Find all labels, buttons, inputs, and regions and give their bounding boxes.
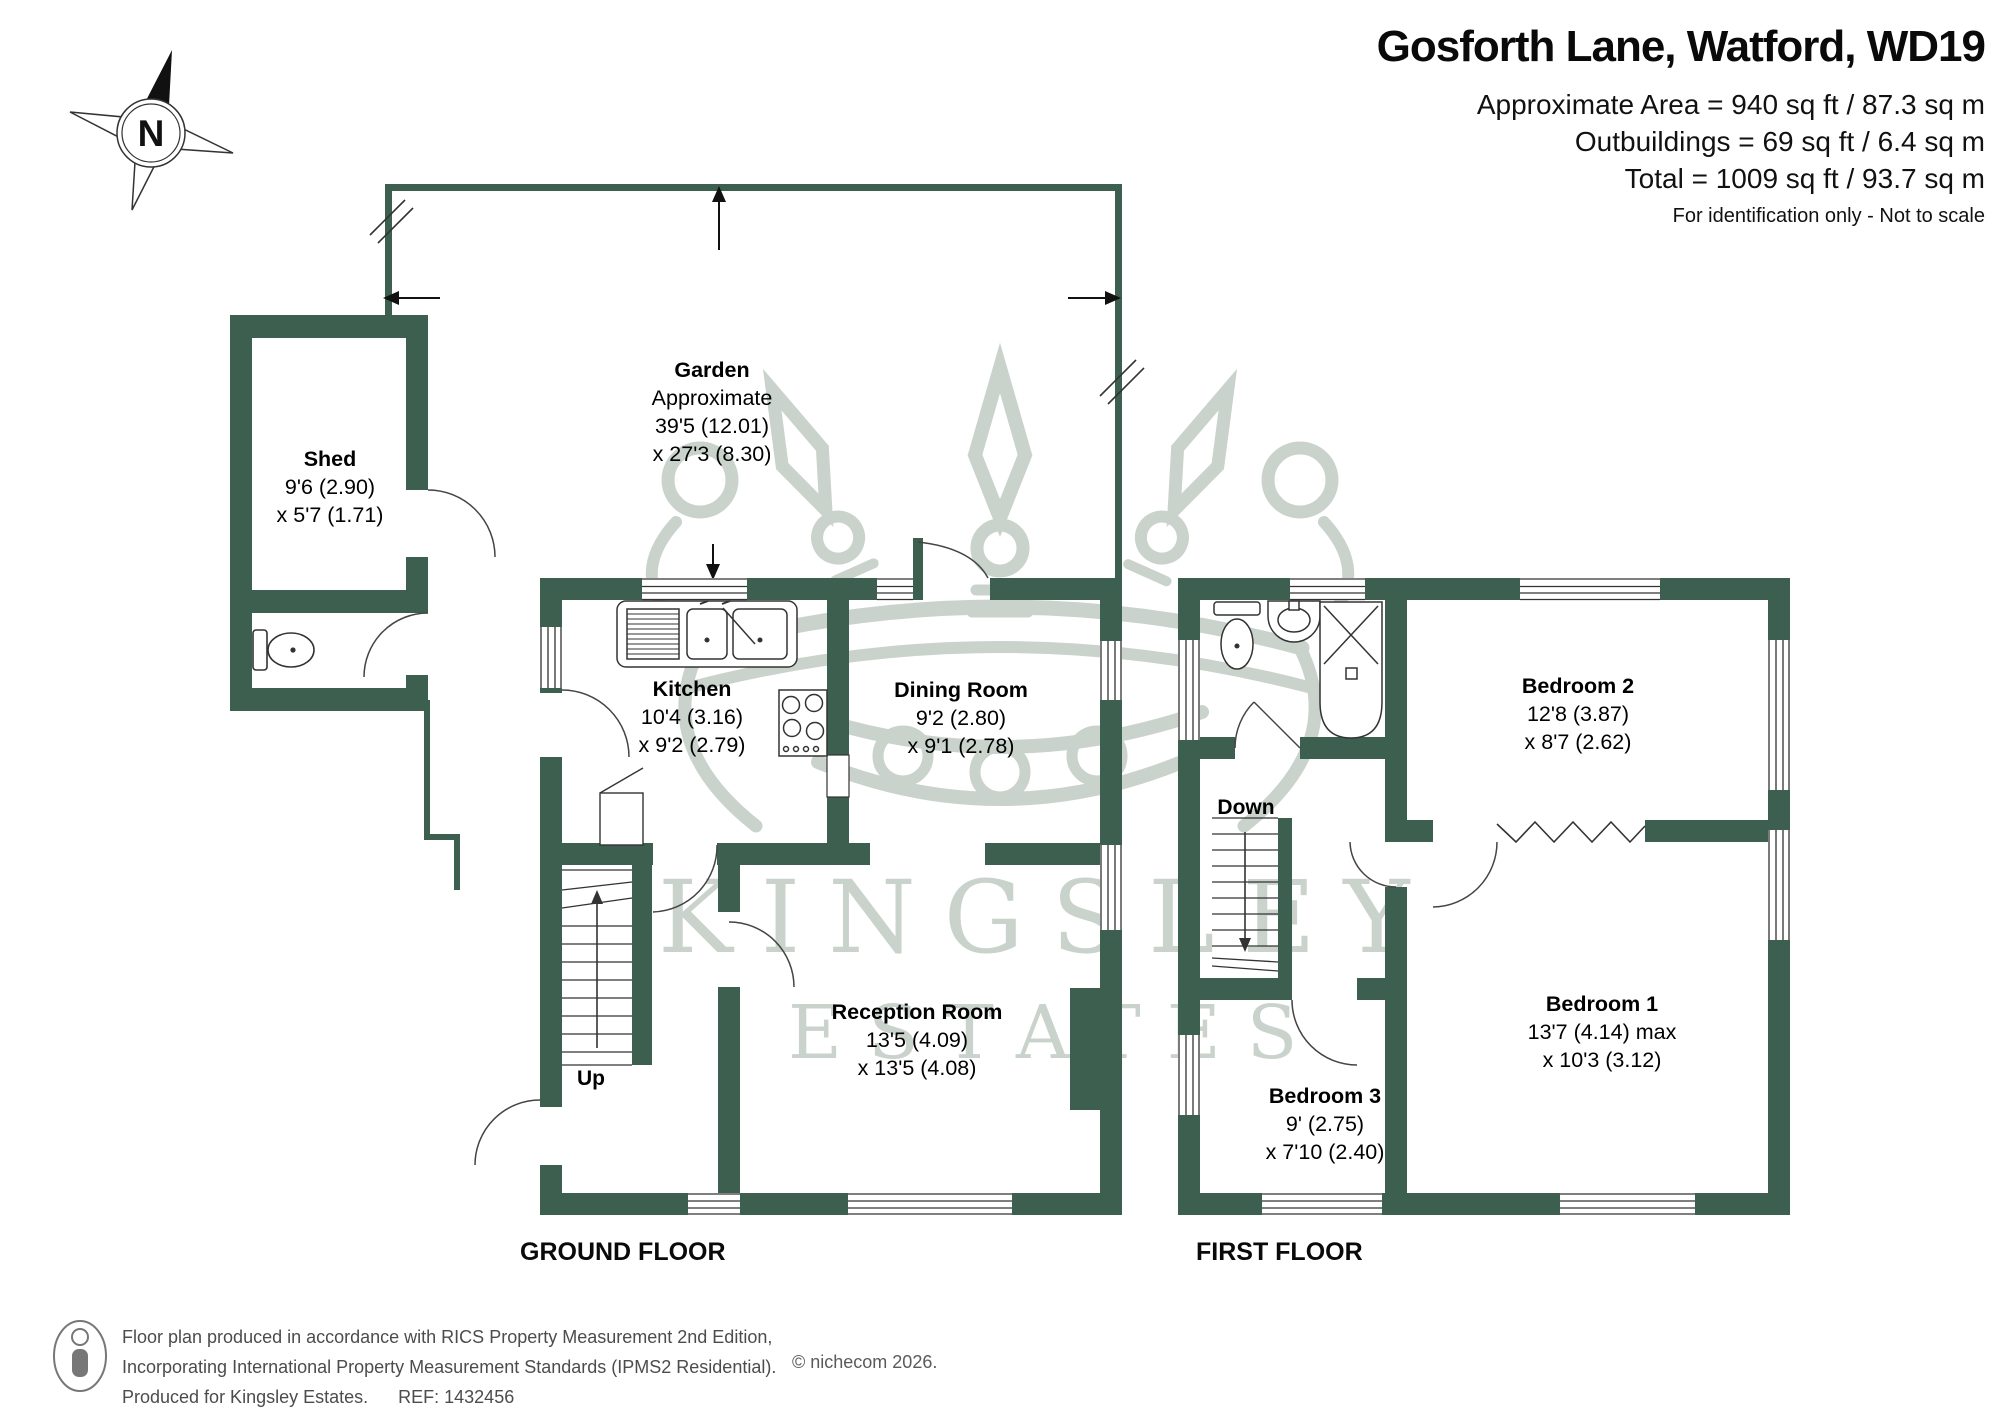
room-dim: x 9'1 (2.78)	[907, 734, 1015, 758]
bathroom-bath-icon	[1319, 601, 1383, 739]
bedroom1-wardrobe-doors	[1496, 820, 1646, 844]
room-label-kitchen: Kitchen 10'4 (3.16) x 9'2 (2.79)	[639, 675, 746, 759]
identification-note: For identification only - Not to scale	[1672, 205, 1985, 227]
room-dim: 39'5 (12.01)	[654, 414, 770, 438]
north-compass-icon: N	[69, 50, 234, 211]
produced-for: Produced for Kingsley Estates.	[122, 1387, 369, 1407]
stairs-down-label: Down	[1217, 796, 1275, 819]
first-floor-stairs	[1211, 817, 1279, 972]
garden-boundary	[385, 184, 1122, 890]
footer-line-3: Produced for Kingsley Estates. REF: 14324…	[122, 1382, 776, 1412]
room-label-bedroom-3: Bedroom 3 9' (2.75) x 7'10 (2.40)	[1266, 1082, 1385, 1166]
total-area: Total = 1009 sq ft / 93.7 sq m	[1624, 163, 1985, 194]
room-dim: x 7'10 (2.40)	[1265, 1140, 1385, 1164]
shed-walls	[230, 315, 428, 711]
room-dim: 13'5 (4.09)	[865, 1028, 969, 1052]
watermark-word-kingsley: KINGSLEY	[658, 859, 1438, 976]
ground-floor-label: GROUND FLOOR	[520, 1238, 726, 1266]
bathroom-toilet-icon	[1213, 601, 1261, 670]
room-name: Reception Room	[831, 1000, 1003, 1024]
room-label-bedroom-1: Bedroom 1 13'7 (4.14) max x 10'3 (3.12)	[1528, 990, 1677, 1074]
garden-dimension-arrows	[383, 186, 1121, 580]
room-dim: 12'8 (3.87)	[1526, 702, 1630, 726]
room-dim: x 10'3 (3.12)	[1542, 1048, 1662, 1072]
room-dim: 9'2 (2.80)	[915, 706, 1007, 730]
outbuildings-area: Outbuildings = 69 sq ft / 6.4 sq m	[1574, 126, 1985, 157]
compass-north-letter: N	[138, 113, 165, 154]
room-dim: 13'7 (4.14) max	[1527, 1020, 1677, 1044]
room-dim: 9'6 (2.90)	[284, 475, 376, 499]
room-label-shed: Shed 9'6 (2.90) x 5'7 (1.71)	[277, 445, 384, 529]
first-floor-walls	[1178, 578, 1790, 1215]
approximate-area: Approximate Area = 940 sq ft / 87.3 sq m	[1476, 89, 1985, 120]
room-name: Bedroom 2	[1521, 674, 1635, 698]
room-dim: x 9'2 (2.79)	[638, 733, 746, 757]
room-name: Kitchen	[652, 677, 732, 701]
room-name: Dining Room	[894, 678, 1028, 702]
room-dim: 10'4 (3.16)	[640, 705, 744, 729]
footer-line-1: Floor plan produced in accordance with R…	[122, 1327, 773, 1347]
header: Gosforth Lane, Watford, WD19 Approximate…	[1376, 22, 1986, 228]
page-title: Gosforth Lane, Watford, WD19	[1376, 22, 1986, 71]
ground-floor-stairs	[561, 869, 633, 1066]
bathroom-basin-icon	[1267, 600, 1321, 643]
ground-floor-walls	[540, 538, 1122, 1215]
wc-toilet-icon	[252, 629, 315, 671]
footer-line-2: Incorporating International Property Mea…	[122, 1357, 777, 1377]
watermark-word-estates: ESTATES	[788, 990, 1324, 1076]
room-dim: x 5'7 (1.71)	[276, 503, 384, 527]
ground-floor-windows	[540, 578, 1122, 1215]
kitchen-sink-icon	[616, 600, 798, 668]
serving-hatch	[826, 754, 850, 798]
room-name: Bedroom 1	[1545, 992, 1659, 1016]
room-note: Approximate	[651, 386, 773, 410]
copyright-notice: © nichecom 2026.	[792, 1352, 938, 1372]
room-label-reception-room: Reception Room 13'5 (4.09) x 13'5 (4.08)	[832, 998, 1003, 1082]
first-floor-label: FIRST FLOOR	[1196, 1238, 1363, 1266]
stairs-up-label: Up	[577, 1067, 605, 1090]
kitchen-hob-icon	[778, 689, 828, 757]
room-dim: x 13'5 (4.08)	[857, 1056, 977, 1080]
footer-disclaimer: Floor plan produced in accordance with R…	[122, 1322, 776, 1412]
room-label-garden: Garden Approximate 39'5 (12.01) x 27'3 (…	[652, 356, 773, 468]
room-name: Shed	[303, 447, 357, 471]
boundary-break-marks	[369, 199, 1145, 405]
room-dim: 9' (2.75)	[1285, 1112, 1365, 1136]
ground-floor-door-arcs	[474, 541, 989, 1166]
room-label-bedroom-2: Bedroom 2 12'8 (3.87) x 8'7 (2.62)	[1522, 672, 1634, 756]
kitchen-cupboard	[599, 767, 644, 846]
person-icon	[53, 1320, 107, 1392]
room-name: Garden	[674, 358, 750, 382]
first-floor-windows	[1178, 578, 1790, 1215]
reference-number: REF: 1432456	[398, 1387, 515, 1407]
room-dim: x 8'7 (2.62)	[1524, 730, 1632, 754]
room-label-dining-room: Dining Room 9'2 (2.80) x 9'1 (2.78)	[894, 676, 1028, 760]
wc-door-arc	[363, 612, 429, 678]
shed-door-arc	[427, 489, 496, 558]
room-name: Bedroom 3	[1268, 1084, 1382, 1108]
first-floor-door-arcs	[1234, 701, 1498, 1066]
room-dim: x 27'3 (8.30)	[652, 442, 772, 466]
